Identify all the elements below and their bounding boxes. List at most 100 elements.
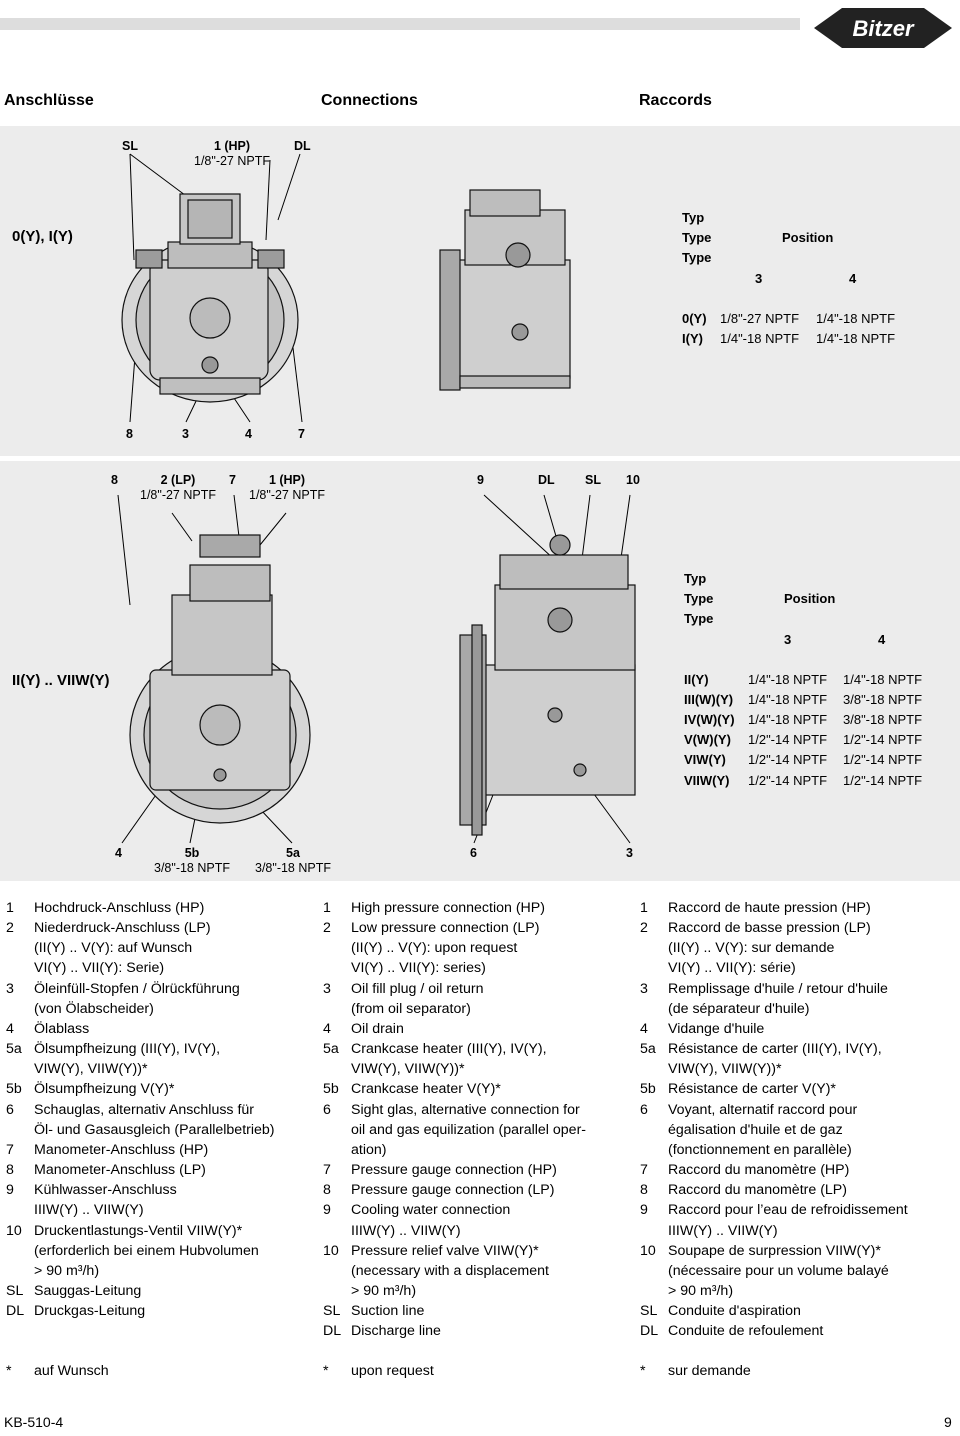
label-7: 7 [298,427,305,441]
compressor-drawing-small [121,153,571,423]
list-item: VI(Y) .. VII(Y): Serie) [34,960,165,977]
label-9: 9 [477,473,484,487]
label-lp: 2 (LP) 1/8"-27 NPTF [140,473,216,502]
list-item: (de séparateur d'huile) [668,1000,810,1017]
list-item: > 90 m³/h) [668,1282,734,1299]
list-item: (erforderlich bei einem Hubvolumen [34,1242,259,1259]
heading-de: Anschlüsse [4,92,94,109]
label-7: 7 [229,473,236,487]
footnote-de: *auf Wunsch [6,1363,109,1379]
list-item: IIIW(Y) .. VIIW(Y) [351,1222,461,1239]
list-item: (II(Y) .. V(Y): sur demande [668,940,835,957]
label-sl: SL [122,139,138,153]
label-6: 6 [470,846,477,860]
header-bar [0,18,800,30]
footnote-en: *upon request [323,1363,434,1379]
footnote-fr: *sur demande [640,1363,751,1379]
list-item: (von Ölabscheider) [34,1000,154,1017]
list-item: (necessary with a displacement [351,1262,549,1279]
list-item: VIW(Y), VIIW(Y))* [351,1061,465,1078]
list-item: > 90 m³/h) [351,1282,417,1299]
label-4: 4 [245,427,252,441]
label-8: 8 [126,427,133,441]
list-item: VI(Y) .. VII(Y): series) [351,960,486,977]
label-5a: 5a 3/8"-18 NPTF [255,846,331,875]
page-number: 9 [944,1414,952,1430]
label-4: 4 [115,846,122,860]
label-10: 10 [626,473,640,487]
label-3: 3 [182,427,189,441]
list-item: ation) [351,1141,387,1158]
svg-text:Bitzer: Bitzer [852,16,915,41]
label-dl: DL [538,473,555,487]
label-5b: 5b 3/8"-18 NPTF [154,846,230,875]
label-hp: 1 (HP) 1/8"-27 NPTF [194,139,270,168]
label-3: 3 [626,846,633,860]
list-item: VIW(Y), VIIW(Y))* [34,1061,148,1078]
panel1-model-label: 0(Y), I(Y) [12,228,73,245]
label-sl: SL [585,473,601,487]
bitzer-logo: Bitzer [812,6,954,50]
list-item: IIIW(Y) .. VIIW(Y) [34,1202,144,1219]
label-8: 8 [111,473,118,487]
list-item: oil and gas equilization (parallel oper- [351,1121,587,1138]
list-item: Öl- und Gasausgleich (Parallelbetrieb) [34,1121,275,1138]
list-item: égalisation d'huile et de gaz [668,1121,843,1138]
list-item: VI(Y) .. VII(Y): série) [668,960,796,977]
label-dl: DL [294,139,311,153]
list-item: IIIW(Y) .. VIIW(Y) [668,1222,778,1239]
heading-en: Connections [321,92,418,109]
doc-id: KB-510-4 [4,1414,64,1430]
list-item: (nécessaire pour un volume balayé [668,1262,889,1279]
panel2-model-label: II(Y) .. VIIW(Y) [12,672,110,689]
list-item: > 90 m³/h) [34,1262,100,1279]
list-item: (II(Y) .. V(Y): auf Wunsch [34,940,193,957]
